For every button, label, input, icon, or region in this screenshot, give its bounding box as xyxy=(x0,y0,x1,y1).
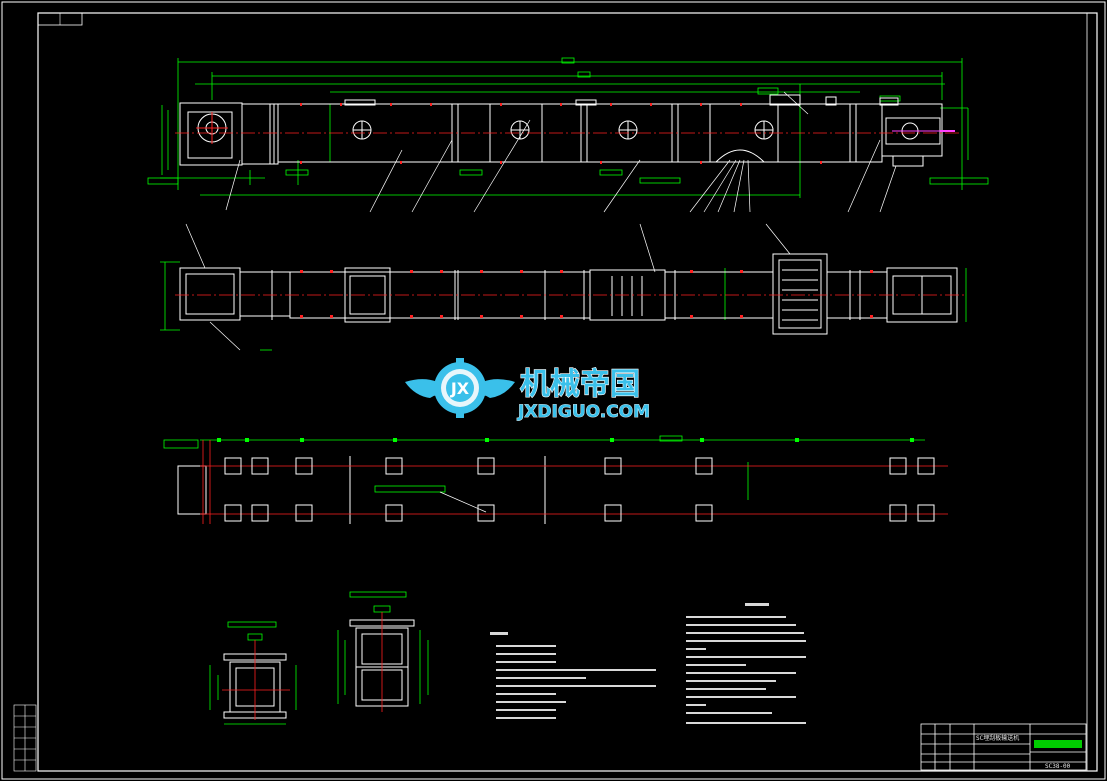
technical-specs-block xyxy=(490,632,656,719)
plan-slat-pattern xyxy=(611,269,818,321)
section-detail-2 xyxy=(337,591,429,712)
watermark-logo: JX 机械帝国 JXDIGUO.COM xyxy=(405,358,650,422)
anchor-pads xyxy=(224,457,935,522)
technical-requirements-block xyxy=(686,603,806,724)
section-flanges xyxy=(269,104,857,164)
front-elevation-view xyxy=(147,57,989,213)
gear-icon xyxy=(430,358,490,418)
brand-name-cn: 机械帝国 xyxy=(520,367,640,402)
plan-view xyxy=(160,223,967,351)
plan-flanges xyxy=(271,270,861,320)
foundation-axes xyxy=(200,440,948,524)
left-margin-strip xyxy=(13,704,37,772)
foundation-layout xyxy=(163,435,948,524)
title-block: SC埋刮板输送机 SC38-00 xyxy=(920,723,1087,771)
logo-letters: JX xyxy=(450,379,470,398)
plan-casing xyxy=(179,253,958,335)
foundation-dimensions xyxy=(163,435,925,500)
top-bolt-ticks xyxy=(300,103,822,164)
part-leaders xyxy=(225,91,897,213)
plan-leaders xyxy=(185,223,791,351)
inspection-ports xyxy=(352,120,774,140)
tail-sprocket xyxy=(196,112,228,144)
drawing-number: SC38-00 xyxy=(1045,763,1071,770)
brand-url: JXDIGUO.COM xyxy=(517,402,650,422)
head-drive xyxy=(892,122,955,167)
plan-dimensions xyxy=(160,261,967,351)
discharge-hump xyxy=(715,149,765,163)
drawing-title: SC埋刮板输送机 xyxy=(976,734,1019,742)
foundation-markers xyxy=(217,438,914,442)
foundation-outline xyxy=(177,456,546,524)
section-detail-1 xyxy=(209,621,297,725)
plan-bolts xyxy=(300,270,873,318)
